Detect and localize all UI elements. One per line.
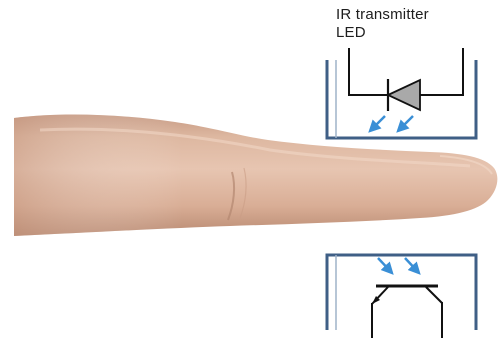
incoming-arrow-right (405, 258, 419, 273)
ir-led-icon (327, 48, 476, 138)
transistor-collector (426, 287, 442, 303)
led-diode-symbol (388, 80, 420, 110)
finger-photo (14, 115, 497, 236)
receiver-frame (327, 255, 476, 330)
phototransistor-icon (327, 255, 476, 338)
emission-arrow-left (370, 116, 385, 131)
emission-arrow-right (398, 116, 413, 131)
incoming-arrow-left (378, 258, 392, 273)
